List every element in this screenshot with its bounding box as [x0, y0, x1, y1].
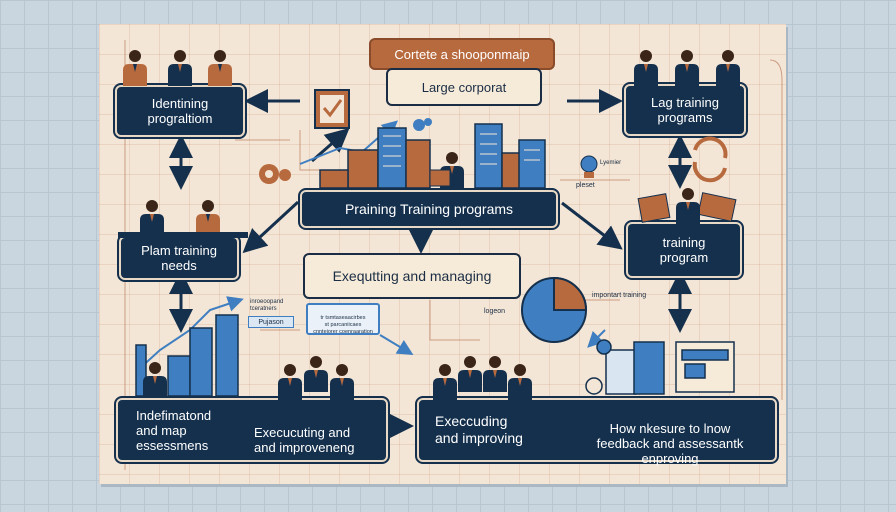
stacked-blocks-icon — [637, 192, 737, 223]
node-training-program[interactable]: training program — [624, 220, 744, 280]
city-buildings-icon — [319, 123, 546, 189]
label-text: Lyemier — [600, 160, 622, 166]
pie-chart-icon — [521, 276, 588, 343]
node-indefimatond[interactable]: Indefimatond and map essessmens — [114, 396, 390, 464]
node-executing-managing[interactable]: Exequtting and managing — [303, 253, 521, 299]
checklist-icon — [314, 89, 350, 129]
people-meeting — [118, 200, 248, 238]
node-praining-training-programs[interactable]: Praining Training programs — [298, 188, 560, 230]
label-impontart-training: impontart training — [592, 292, 646, 299]
people-group-1 — [278, 356, 354, 400]
people-group-2 — [433, 356, 532, 400]
title-text: Cortete a shooponmaip — [394, 46, 530, 62]
label-text: inroeoopand tceratners — [250, 299, 284, 312]
label-text: logeon — [484, 308, 506, 315]
node-label: Lag training programs — [651, 95, 719, 125]
node-label: Identining prograltiom — [147, 96, 213, 126]
person-desk — [429, 152, 464, 188]
refresh-icon — [692, 136, 728, 183]
people-top-right — [634, 50, 740, 86]
gear-icon — [259, 118, 432, 184]
label-piset: pleset — [576, 182, 595, 189]
label-inroperand: inroeoopand tceratners — [250, 292, 320, 313]
node-label: Plam training needs — [141, 243, 217, 273]
node-lag-training[interactable]: Lag training programs — [622, 82, 748, 138]
node-label: Execcuding and improving — [435, 413, 523, 446]
label-lyenjiez: Lyemier — [600, 160, 621, 167]
label-text: pleset — [576, 182, 595, 189]
node-identifying[interactable]: Identining prograltiom — [113, 83, 247, 139]
node-execucuting-improveneng[interactable]: Execucuting and and improveneng — [254, 410, 382, 455]
label-logeon: logeon — [484, 308, 505, 315]
node-how-nkesure[interactable]: How nkesure to lnow feedback and assessa… — [566, 406, 774, 466]
person-chart — [143, 362, 167, 398]
node-label: Indefimatond and map essessmens — [136, 407, 212, 453]
blue-callout: tr tsmtaseaacirbes st parcaniicaes cnnte… — [306, 303, 380, 335]
lightbulb-icon — [580, 155, 598, 178]
label-text: impontart training — [592, 292, 647, 299]
label-pujason-tag: Pujason — [248, 316, 294, 328]
node-label: Exequtting and managing — [332, 267, 492, 284]
people-top-left — [123, 50, 232, 86]
label-text: tr tsmtaseaacirbes st parcaniicaes cnnte… — [313, 315, 373, 335]
node-label: Praining Training programs — [344, 200, 514, 217]
node-label: Large corporat — [421, 79, 507, 95]
title-banner: Cortete a shooponmaip — [369, 38, 555, 70]
documents-icon — [585, 339, 735, 395]
arrow-to-plan — [242, 200, 300, 254]
bar-chart-icon — [135, 314, 239, 397]
person-right — [676, 188, 700, 224]
arrow-to-training-program — [561, 201, 623, 250]
node-large-corporat[interactable]: Large corporat — [386, 68, 542, 106]
label-text: Pujason — [258, 318, 284, 326]
node-label: Execucuting and and improveneng — [254, 425, 355, 455]
node-label: How nkesure to lnow feedback and assessa… — [596, 421, 744, 466]
node-executing-improving[interactable]: Execcuding and improving — [415, 396, 779, 464]
node-label: training program — [659, 235, 709, 265]
